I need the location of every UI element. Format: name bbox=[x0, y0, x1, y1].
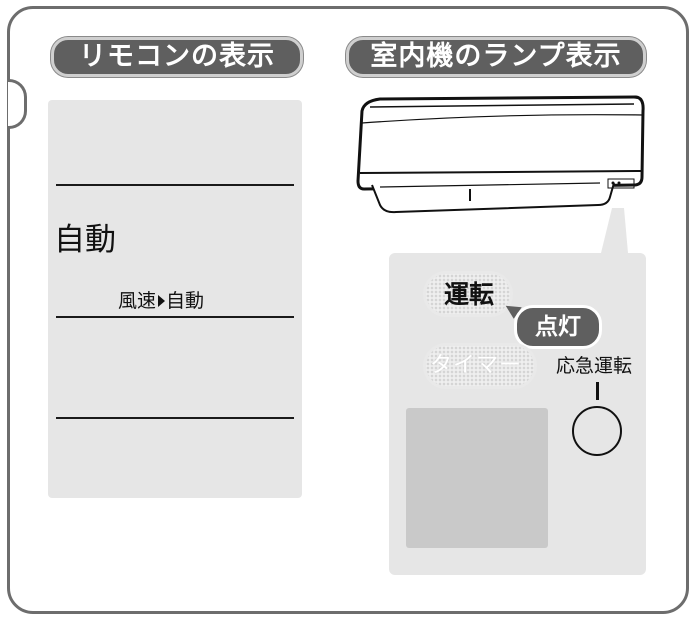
lit-status-badge: 点灯 bbox=[514, 305, 602, 349]
operation-mode-text: 自動 bbox=[54, 222, 116, 258]
fan-speed-row: 風速自動 bbox=[118, 290, 204, 312]
divider-line bbox=[56, 184, 294, 186]
divider-line bbox=[56, 316, 294, 318]
indoor-unit-illustration bbox=[356, 95, 645, 214]
fan-speed-value: 自動 bbox=[166, 290, 205, 312]
remote-display-panel bbox=[48, 100, 302, 498]
emergency-leader-line bbox=[596, 382, 599, 400]
timer-lamp bbox=[426, 346, 534, 386]
remote-display-header: リモコンの表示 bbox=[51, 37, 303, 77]
frame-notch bbox=[8, 79, 27, 129]
run-lamp-label: 運転 bbox=[444, 280, 495, 309]
triangle-right-icon bbox=[158, 295, 166, 307]
timer-lamp-label: タイマー bbox=[430, 353, 523, 378]
divider-line bbox=[56, 417, 294, 419]
emergency-operation-button[interactable] bbox=[572, 406, 622, 456]
receiver-window bbox=[406, 408, 548, 548]
fan-speed-label: 風速 bbox=[118, 290, 157, 312]
run-lamp bbox=[426, 274, 510, 314]
indoor-lamp-header: 室内機のランプ表示 bbox=[346, 37, 646, 77]
emergency-operation-label: 応急運転 bbox=[556, 355, 633, 377]
